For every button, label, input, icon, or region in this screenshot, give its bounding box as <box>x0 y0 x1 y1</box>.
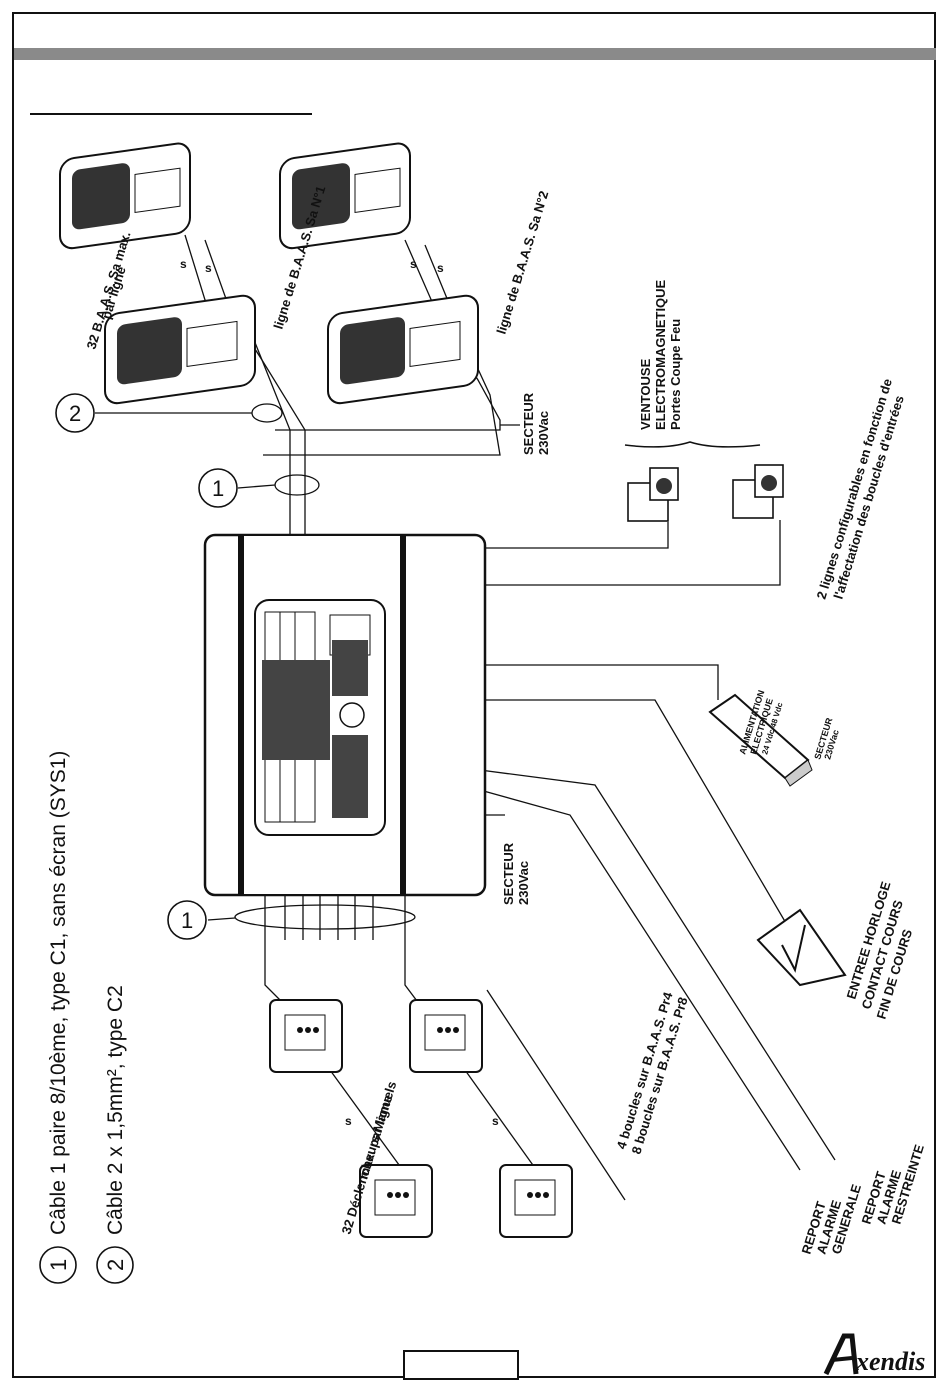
svg-text:s: s <box>410 257 417 271</box>
legend: 1 Câble 1 paire 8/10ème, type C1, sans é… <box>39 751 134 1284</box>
ventouse-1 <box>627 467 679 522</box>
baas-unit-1 <box>59 142 191 250</box>
manual-trigger-1 <box>269 999 343 1073</box>
label-ventouse-1: VENTOUSE <box>638 358 653 430</box>
callout-1-top: 1 <box>198 468 238 508</box>
legend-cable-1: Câble 1 paire 8/10ème, type C1, sans écr… <box>47 751 70 1235</box>
label-ventouse-3: Portes Coupe Feu <box>668 319 683 430</box>
logo-text: xendis <box>855 1347 925 1376</box>
legend-cable-2: Câble 2 x 1,5mm², type C2 <box>104 985 127 1235</box>
baas-unit-4 <box>327 294 479 405</box>
svg-text:s: s <box>437 261 444 275</box>
cable-bundles <box>95 403 416 930</box>
svg-text:s: s <box>492 1114 499 1128</box>
header-bar <box>14 48 936 60</box>
baas-unit-3 <box>279 142 411 250</box>
legend-number-2: 2 <box>103 1259 128 1271</box>
callout-1-bottom: 1 <box>167 900 207 940</box>
svg-text:s: s <box>180 257 187 271</box>
ventouse-brace <box>624 441 761 448</box>
svg-text:1: 1 <box>181 908 193 933</box>
callout-2-top: 2 <box>55 393 95 433</box>
label-secteur-top: SECTEUR <box>521 392 536 455</box>
heading-underline <box>30 113 312 115</box>
manual-trigger-3 <box>359 1164 433 1238</box>
baas-unit-2 <box>104 294 256 405</box>
central-panel <box>203 533 487 897</box>
wires <box>184 234 836 1201</box>
cable-marks: s s s s s s <box>180 257 499 1128</box>
label-ventouse-2: ELECTROMAGNETIQUE <box>653 279 668 430</box>
axendis-logo: xendis <box>823 1333 925 1376</box>
horloge-clock <box>756 908 847 987</box>
svg-text:1: 1 <box>212 476 224 501</box>
label-230v-bottom: 230Vac <box>516 861 531 905</box>
ventouse-2 <box>732 464 784 519</box>
alimentation-box <box>708 693 813 787</box>
manual-trigger-4 <box>499 1164 573 1238</box>
legend-number-1: 1 <box>46 1259 71 1271</box>
svg-text:2: 2 <box>69 401 81 426</box>
svg-text:s: s <box>205 261 212 275</box>
manual-trigger-2 <box>409 999 483 1073</box>
label-230v-top: 230Vac <box>536 411 551 455</box>
page-number-box <box>403 1350 519 1380</box>
svg-text:s: s <box>345 1114 352 1128</box>
label-secteur-bottom: SECTEUR <box>501 842 516 905</box>
label-baas-line-2: ligne de B.A.A.S. Sa N°2 <box>494 189 552 336</box>
